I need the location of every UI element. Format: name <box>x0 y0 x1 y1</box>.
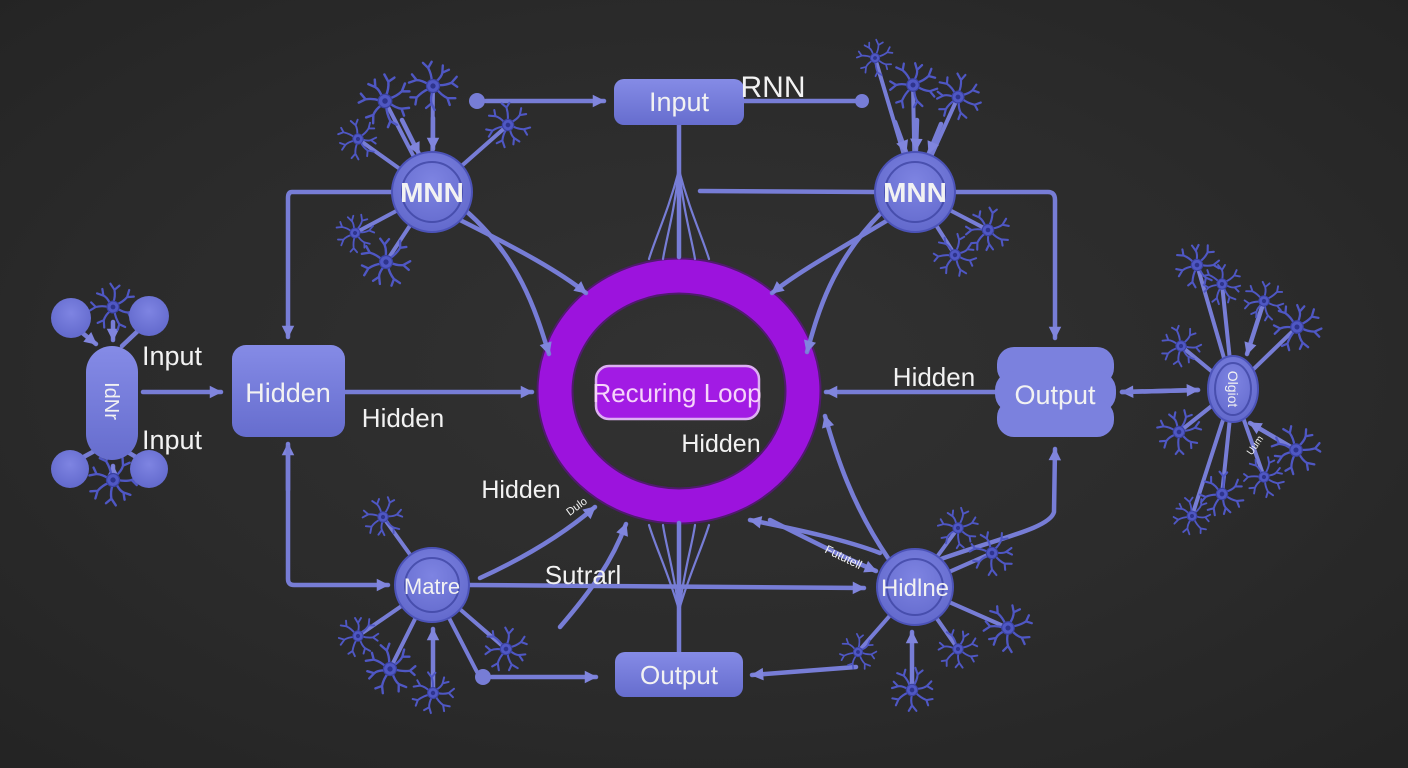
rnn-label: RNN <box>741 71 806 104</box>
hidden-box-label: Hidden <box>245 378 331 408</box>
right-output-label: Output <box>1014 380 1096 410</box>
capsule-label: IdNr <box>100 382 122 420</box>
hidden-right-label: Hidden <box>893 362 975 392</box>
right-mnn-label: MNN <box>883 177 947 208</box>
matre-node <box>394 547 470 623</box>
top-input-label: Input <box>649 87 710 117</box>
recuring-loop-node <box>594 364 761 421</box>
left-capsule-node <box>51 296 169 488</box>
junction-dot <box>469 93 485 109</box>
left-mnn-label: MNN <box>400 177 464 208</box>
junction-dot <box>855 94 869 108</box>
matre-label: Matre <box>404 574 460 599</box>
ellipse-label: Olgiot <box>1225 371 1241 408</box>
hidden-inner-label: Hidden <box>681 430 760 458</box>
recuring-loop-label: Recuring Loop <box>592 378 761 408</box>
right-mnn-node <box>874 151 956 233</box>
hidlne-node <box>876 548 954 626</box>
bottom-output-label: Output <box>640 660 719 690</box>
bottom-output-node <box>615 652 743 697</box>
hidden-mid-label: Hidden <box>362 403 444 433</box>
input-upper-label: Input <box>142 341 203 371</box>
recurring-ring <box>536 257 822 525</box>
hidden-node <box>232 345 345 437</box>
junction-dot <box>475 669 491 685</box>
sutrarl-label: Sutrarl <box>545 560 622 590</box>
right-ellipse-node <box>1207 355 1259 423</box>
hidlne-label: Hidlne <box>881 575 949 602</box>
top-input-node <box>614 79 744 125</box>
input-lower-label: Input <box>142 425 203 455</box>
hidden-lower-left-label: Hidden <box>481 476 560 504</box>
left-mnn-node <box>391 151 473 233</box>
right-output-node <box>995 347 1116 437</box>
